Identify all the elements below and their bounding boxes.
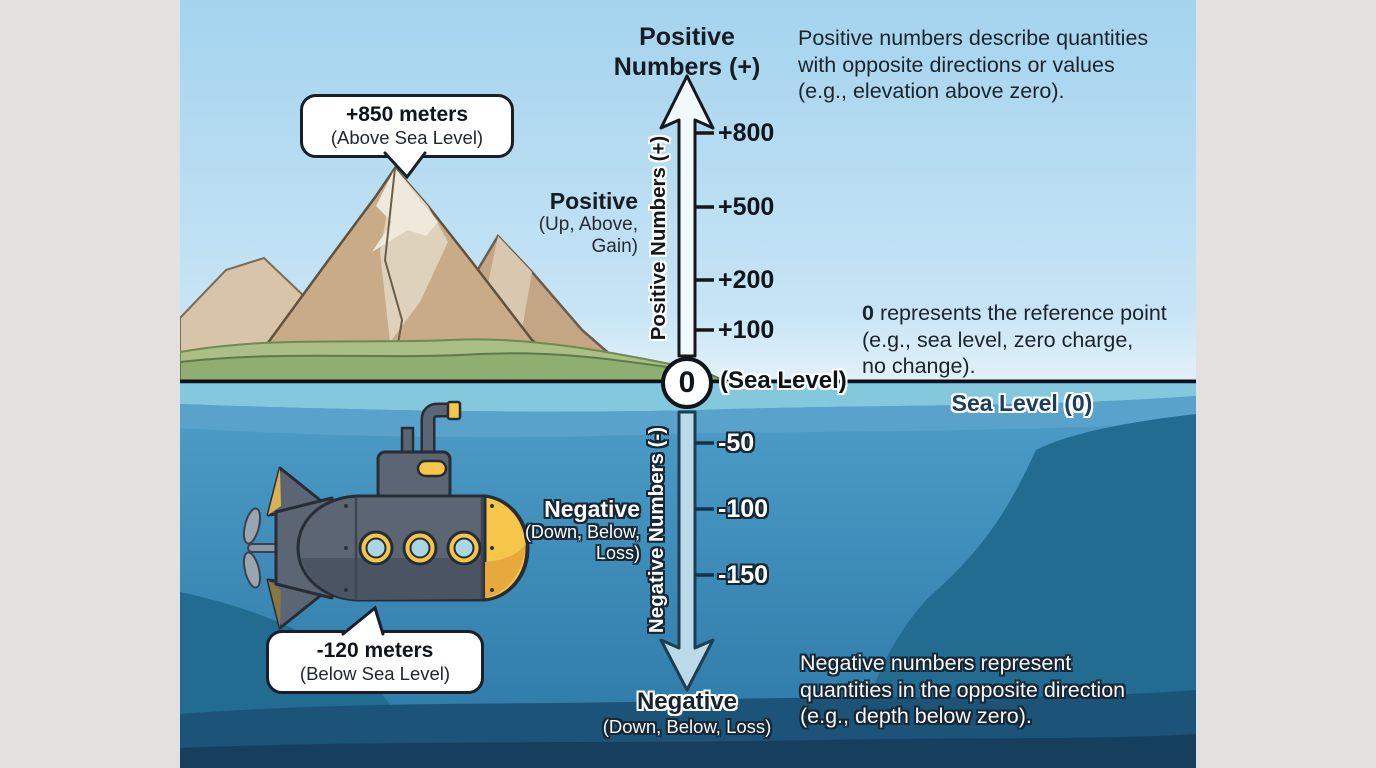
submarine-depth-callout: -120 meters (Below Sea Level): [266, 605, 484, 695]
negative-note: Negative numbers represent quantities in…: [800, 651, 1126, 729]
positive-direction-sub: (Up, Above, Gain): [538, 214, 638, 258]
bottom-negative-head: Negative: [636, 688, 738, 715]
tick-label-200: +200: [718, 266, 775, 294]
tick-label-800: +800: [718, 119, 775, 147]
zero-caption: (Sea Level): [720, 367, 847, 394]
mountain-elevation-caption: (Above Sea Level): [330, 127, 484, 149]
positive-axis-label: Positive Numbers (+): [647, 135, 670, 341]
negative-direction-sub: (Down, Below, Loss): [524, 522, 640, 564]
rivet-dots: [344, 504, 494, 592]
number-line-up-arrow: [659, 74, 715, 358]
callout-pointer-up-icon: [341, 605, 385, 636]
callout-pointer-down-icon: [383, 151, 427, 180]
negative-direction-head: Negative: [544, 496, 640, 522]
positive-tick-marks: [695, 131, 714, 332]
zero-note: 0 represents the reference point (e.g., …: [862, 300, 1196, 380]
tick-label-minus-100: -100: [718, 495, 769, 523]
tick-label-100: +100: [718, 316, 775, 344]
diagram-stage: Positive Numbers (+) Positive numbers de…: [180, 0, 1196, 768]
positive-direction-label: Positive (Up, Above, Gain): [500, 188, 638, 258]
mountain-illustration: [180, 165, 726, 383]
negative-tick-marks: [695, 441, 714, 577]
mountain-elevation-callout: +850 meters (Above Sea Level): [300, 94, 514, 180]
porthole-icons: [358, 530, 482, 566]
tick-label-minus-150: -150: [718, 561, 769, 589]
negative-direction-label: Negative (Down, Below, Loss): [496, 496, 640, 564]
submarine-depth-value: -120 meters: [316, 639, 434, 662]
zero-marker: 0: [661, 357, 713, 409]
submarine-illustration: [242, 400, 530, 630]
page-title: Positive Numbers (+): [613, 23, 761, 81]
zero-note-rest: represents the reference point (e.g., se…: [862, 301, 1167, 379]
positive-direction-head: Positive: [549, 188, 638, 214]
submarine-depth-caption: (Below Sea Level): [299, 663, 451, 685]
scene-illustration: [180, 74, 1196, 768]
bottom-negative-sub: (Down, Below, Loss): [602, 716, 772, 737]
positive-note: Positive numbers describe quantities wit…: [798, 26, 1149, 104]
negative-axis-label: Negative Numbers (-): [645, 426, 668, 634]
mountain-elevation-value: +850 meters: [345, 103, 468, 126]
tick-label-minus-50: -50: [718, 429, 755, 457]
number-line-down-arrow: [659, 410, 715, 692]
sea-level-caption: Sea Level (0): [951, 390, 1093, 416]
tick-label-500: +500: [718, 193, 775, 221]
zero-note-lead: 0: [862, 301, 874, 325]
